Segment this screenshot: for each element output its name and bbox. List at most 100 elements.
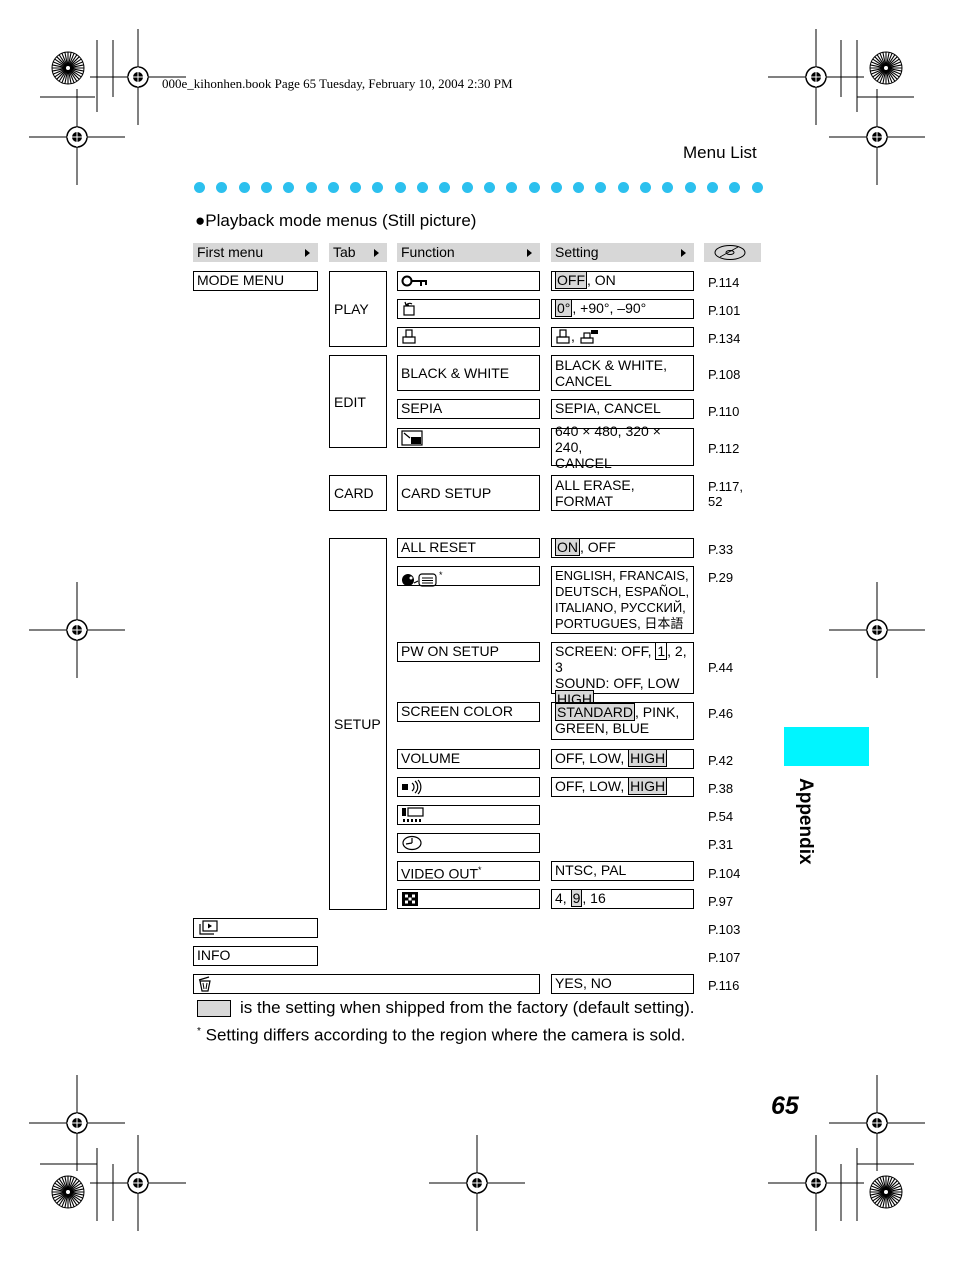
page-ref-resize: P.112 xyxy=(708,441,740,456)
rule-dot xyxy=(439,182,451,193)
rule-dot xyxy=(372,182,384,193)
book-header: 000e_kihonhen.book Page 65 Tuesday, Febr… xyxy=(162,76,513,91)
setting-screen-color: STANDARD, PINK, GREEN, BLUE xyxy=(551,702,694,740)
info-cell: INFO xyxy=(193,946,318,966)
rule-dot xyxy=(573,182,585,193)
page-ref-black-white: P.108 xyxy=(708,367,741,382)
header-reference xyxy=(704,243,761,262)
index-grid-icon xyxy=(402,892,418,907)
function-print-order xyxy=(397,327,540,347)
page-ref-slideshow: P.103 xyxy=(708,922,741,937)
rule-dot xyxy=(417,182,428,193)
header-tab: Tab xyxy=(329,243,387,262)
default-setting-note: is the setting when shipped from the fac… xyxy=(240,998,695,1017)
default-value: STANDARD xyxy=(555,703,635,721)
function-video-out: VIDEO OUT* xyxy=(397,861,540,882)
section-heading: ●Playback mode menus (Still picture) xyxy=(195,211,477,230)
rule-dot xyxy=(238,182,250,193)
function-index-display xyxy=(397,889,540,909)
speaker-icon xyxy=(402,779,422,795)
language-icon xyxy=(402,573,437,587)
function-language: * xyxy=(397,566,540,587)
rule-dot xyxy=(216,182,228,193)
page-ref-all-reset: P.33 xyxy=(708,542,734,557)
rule-dot xyxy=(194,182,205,193)
slideshow-cell xyxy=(193,918,318,938)
region-note: * Setting differs according to the regio… xyxy=(197,1025,686,1045)
page-ref-print-order: P.134 xyxy=(708,331,741,346)
rule-dot xyxy=(327,182,339,193)
trash-icon xyxy=(198,976,211,992)
page-ref-card-setup: P.117,52 xyxy=(708,479,743,509)
erase-cell xyxy=(193,974,540,994)
rule-dot xyxy=(729,182,741,193)
default-value: HIGH xyxy=(628,749,668,767)
tab-card: CARD xyxy=(329,475,387,511)
setting-beep: OFF, LOW, HIGH xyxy=(551,777,694,797)
function-volume: VOLUME xyxy=(397,749,540,769)
page-ref-beep: P.38 xyxy=(708,781,734,796)
key-icon xyxy=(401,275,427,287)
setting-language: ENGLISH, FRANCAIS,DEUTSCH, ESPAÑOL,ITALI… xyxy=(551,566,694,634)
default-value: HIGH xyxy=(628,777,668,795)
page-ref-video-out: P.104 xyxy=(708,866,741,881)
appendix-tab-marker xyxy=(784,727,869,766)
arrow-right-icon xyxy=(681,249,686,257)
print-all-icon xyxy=(580,330,598,344)
tab-play: PLAY xyxy=(329,271,387,347)
rule-dot xyxy=(483,182,495,193)
rule-dot xyxy=(506,182,518,193)
function-sepia: SEPIA xyxy=(397,399,540,419)
function-pw-on-setup: PW ON SETUP xyxy=(397,642,540,662)
rule-dot xyxy=(595,182,607,193)
appendix-side-label: Appendix xyxy=(795,778,816,865)
page-ref-rotate: P.101 xyxy=(708,303,741,318)
default-value: ON xyxy=(555,538,580,556)
arrow-right-icon xyxy=(527,249,532,257)
setting-black-white: BLACK & WHITE,CANCEL xyxy=(551,355,694,391)
setting-all-reset: ON, OFF xyxy=(551,538,694,558)
default-value: 9 xyxy=(570,889,583,907)
rotate-icon xyxy=(403,302,415,316)
setting-erase: YES, NO xyxy=(551,974,694,994)
page-ref-protect: P.114 xyxy=(708,275,740,290)
setting-rotate: 0°, +90°, –90° xyxy=(551,299,694,319)
page-ref-screen-color: P.46 xyxy=(708,706,734,721)
arrow-right-icon xyxy=(374,249,379,257)
page-ref-info: P.107 xyxy=(708,950,741,965)
setting-resize: 640 × 480, 320 × 240,CANCEL xyxy=(551,423,694,471)
tab-setup: SETUP xyxy=(329,538,387,910)
running-title: Menu List xyxy=(683,143,757,162)
rule-dot xyxy=(706,182,718,193)
function-beep xyxy=(397,777,540,797)
page-ref-sepia: P.110 xyxy=(708,404,740,419)
default-value: 0° xyxy=(555,299,573,317)
page-ref-erase: P.116 xyxy=(708,978,740,993)
function-black-white: BLACK & WHITE xyxy=(397,355,540,391)
rule-dot xyxy=(461,182,473,193)
header-setting: Setting xyxy=(551,243,694,262)
rule-dot xyxy=(305,182,317,193)
rule-dot xyxy=(394,182,406,193)
resize-icon xyxy=(401,430,423,446)
clock-icon xyxy=(402,836,422,851)
rule-dot xyxy=(751,182,763,193)
setting-index-display: 4, 9, 16 xyxy=(551,889,694,909)
arrow-right-icon xyxy=(305,249,310,257)
function-clock xyxy=(397,833,540,853)
setting-pw-on-setup: SCREEN: OFF, 1, 2, 3 SOUND: OFF, LOW HIG… xyxy=(551,642,694,708)
header-first-menu: First menu xyxy=(193,243,318,262)
function-protect xyxy=(397,271,540,291)
tab-edit: EDIT xyxy=(329,355,387,448)
cd-rom-icon xyxy=(714,245,746,260)
page-ref-index-display: P.97 xyxy=(708,894,734,909)
rule-dot xyxy=(662,182,674,193)
page-ref-pw-on-setup: P.44 xyxy=(708,660,734,675)
monitor-brightness-icon xyxy=(402,807,424,823)
default-value: OFF xyxy=(555,271,587,289)
function-card-setup: CARD SETUP xyxy=(397,475,540,511)
mode-menu-cell: MODE MENU xyxy=(193,271,318,291)
rule-dot xyxy=(350,182,362,193)
rule-dot xyxy=(260,182,272,193)
